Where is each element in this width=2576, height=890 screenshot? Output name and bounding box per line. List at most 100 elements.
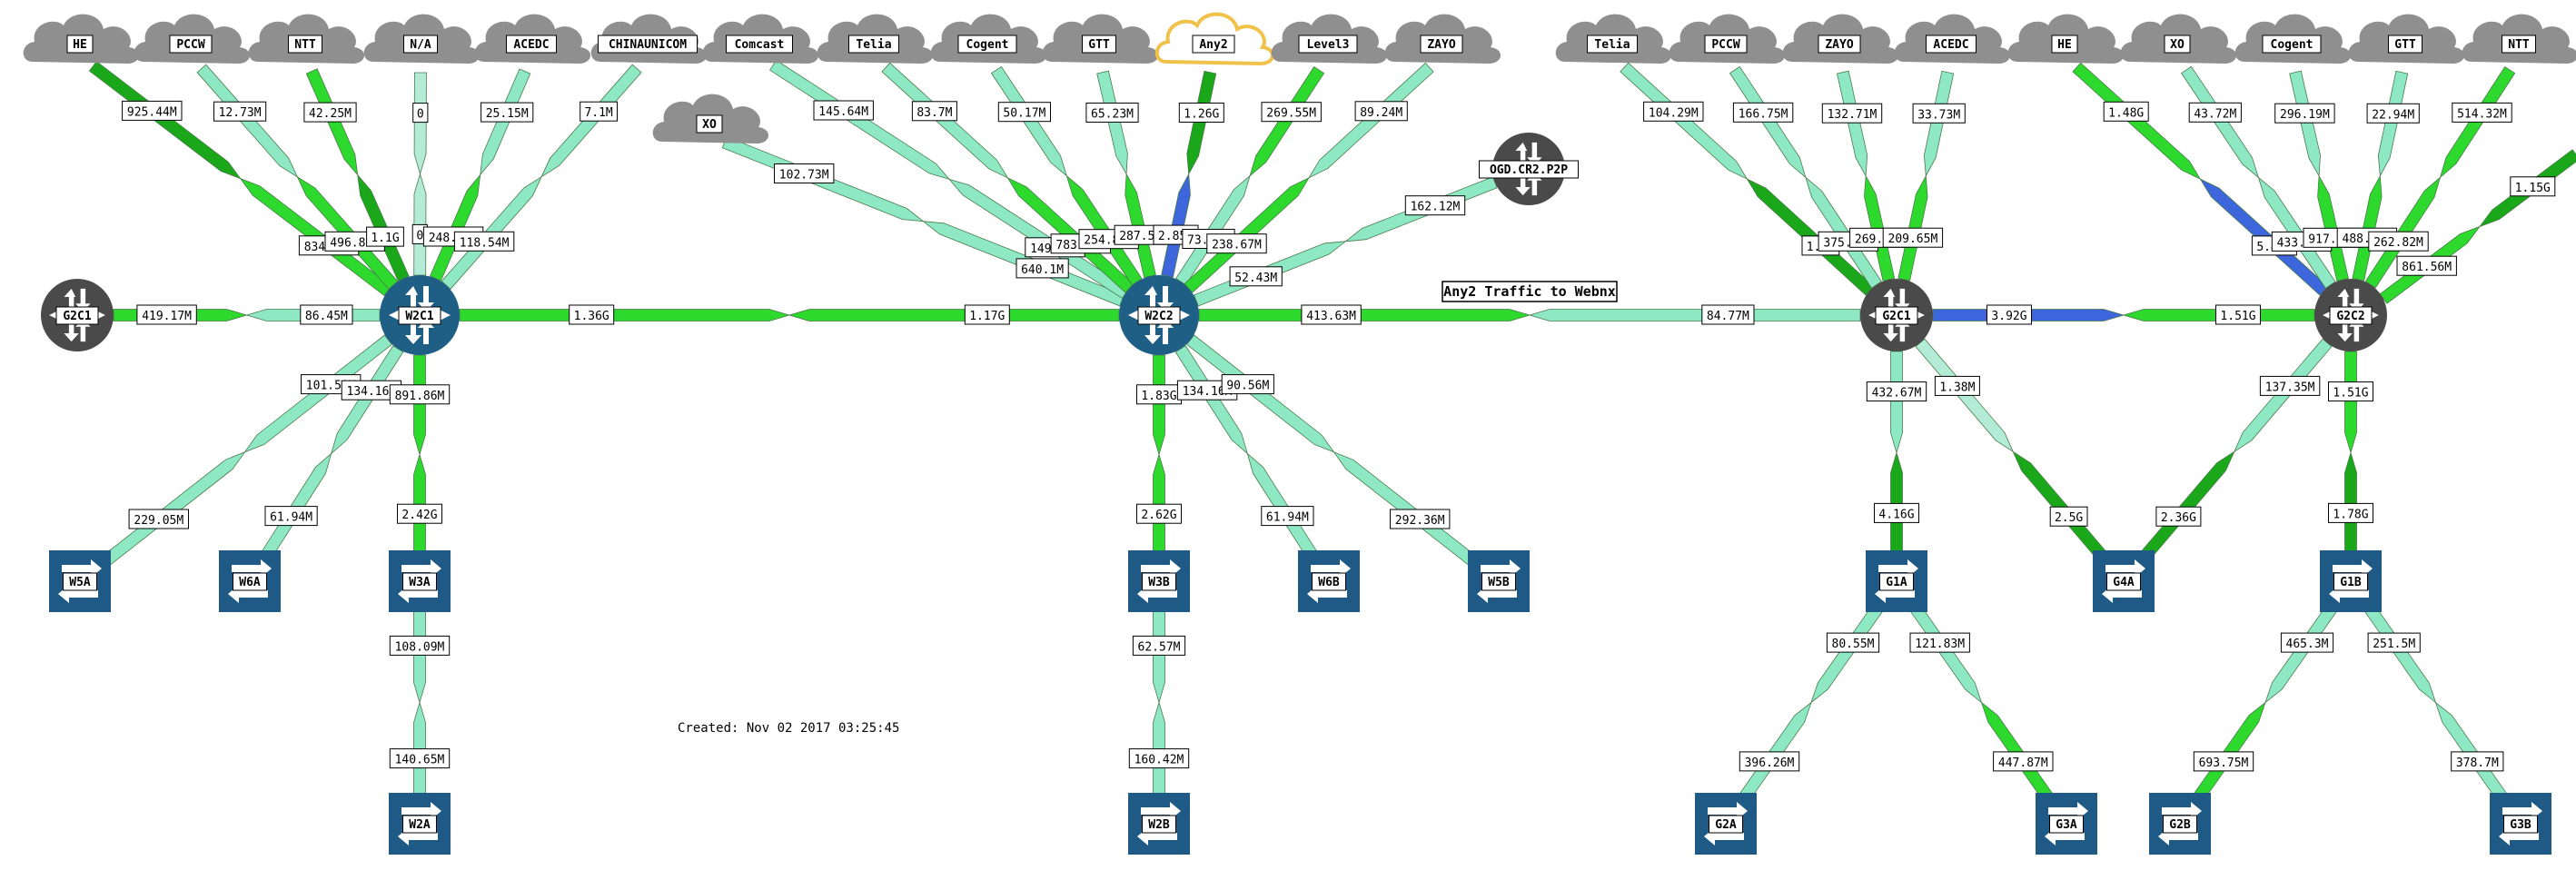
link-c-he1-r-w2c1-label-a-box (122, 100, 183, 121)
link-c-ntt1-r-w2c1-label-a: 42.25M (303, 102, 357, 123)
node-acedc-cloud[interactable]: ACEDC (474, 14, 591, 64)
link-r-g2c2-s-g1b-half-a (2344, 351, 2357, 454)
link-c-china1-r-w2c1-label-a-box (580, 101, 619, 122)
node-label-box (1818, 35, 1861, 54)
node-label-box (1587, 35, 1638, 54)
link-s-g1b-s-g3b-label-a: 251.5M (2367, 632, 2421, 653)
link-c-china1-r-w2c1-label-b: 118.54M (453, 231, 515, 252)
router-arrow-icon (2337, 288, 2350, 312)
node-w3a-switch[interactable]: W3A (389, 550, 451, 612)
node-cogent-cloud[interactable]: Cogent (2234, 14, 2352, 64)
node-xo-cloud[interactable]: XO (652, 94, 769, 143)
node-label: W3A (409, 576, 431, 589)
router-arrow-icon (1883, 318, 1898, 342)
link-r-g2c1-s-g4a-label-a: 1.38M (1934, 375, 1980, 396)
link-c-pccw1-r-w2c1-label-a-box (213, 101, 267, 122)
node-label: G4A (2113, 576, 2135, 589)
link-c-zayo1-r-w2c2-label-b: 238.67M (1206, 233, 1267, 254)
created-timestamp: Created: Nov 02 2017 03:25:45 (678, 721, 899, 736)
node-he-cloud[interactable]: HE (23, 14, 140, 64)
node-ntt-cloud[interactable]: NTT (248, 14, 365, 64)
node-pccw-cloud[interactable]: PCCW (1669, 14, 1786, 64)
node-telia-cloud[interactable]: Telia (1555, 14, 1672, 64)
link-c-xo1-r-w2c2-label-b-box (1016, 258, 1069, 279)
link-c-he2-r-g2c2-label-a-text: 1.48G (2108, 106, 2144, 120)
node-g2c2-router[interactable]: G2C2 (2314, 279, 2387, 351)
switch-arrow-icon (398, 802, 441, 846)
link-r-w2c1-r-w2c2-label-a-text: 1.36G (574, 310, 609, 323)
node-g3a-switch[interactable]: G3A (2036, 793, 2097, 855)
link-c-cogent1-r-w2c2-label-a-box (997, 102, 1052, 123)
switch-arrow-icon (1137, 559, 1181, 603)
node-label: XO (702, 118, 717, 132)
node-comcast-cloud[interactable]: Comcast (702, 14, 819, 64)
node-g4a-switch[interactable]: G4A (2093, 550, 2155, 612)
node-w2b-switch[interactable]: W2B (1128, 793, 1190, 855)
link-s-g1a-s-g2a-label-b: 396.26M (1739, 751, 1800, 772)
node-gtt-cloud[interactable]: GTT (1042, 14, 1159, 64)
link-c-ntt2-r-g2c2-label-a: 514.32M (2452, 102, 2512, 123)
link-c-comcast-r-w2c2-label-a-text: 145.64M (818, 105, 868, 119)
node-w6b-switch[interactable]: W6B (1298, 550, 1360, 612)
node-gtt-cloud[interactable]: GTT (2348, 14, 2465, 64)
node-w5b-switch[interactable]: W5B (1468, 550, 1530, 612)
link-c-level3-r-w2c2-label-a-text: 269.55M (1266, 107, 1316, 121)
node-g1b-switch[interactable]: G1B (2320, 550, 2382, 612)
node-g3b-switch[interactable]: G3B (2490, 793, 2551, 855)
node-acedc-cloud[interactable]: ACEDC (1894, 14, 2011, 64)
link-r-w2c1-s-w3a-label-b-text: 2.42G (401, 509, 437, 522)
node-label: W6B (1318, 576, 1340, 589)
link-c-telia2-r-g2c1-label-a-text: 104.29M (1649, 106, 1699, 120)
node-label: G3A (2056, 818, 2077, 832)
node-label-box (2502, 35, 2536, 54)
link-r-w2c2-s-w5b-label-a: 90.56M (1221, 374, 1274, 395)
node-he-cloud[interactable]: HE (2007, 14, 2125, 64)
link-r-w2c1-s-w3a-half-a (413, 354, 426, 456)
node-cogent-cloud[interactable]: Cogent (930, 14, 1047, 64)
node-zayo-cloud[interactable]: ZAYO (1384, 14, 1501, 64)
link-c-zayo2-r-g2c1-half-a (1837, 70, 1868, 178)
node-g2b-switch[interactable]: G2B (2149, 793, 2211, 855)
node-w3b-switch[interactable]: W3B (1128, 550, 1190, 612)
node-w2c2-router[interactable]: W2C2 (1119, 275, 1199, 355)
link-r-w2c1-s-w3a-label-b-box (397, 503, 442, 524)
node-g2c1-router[interactable]: G2C1 (41, 279, 114, 351)
node-pccw-cloud[interactable]: PCCW (134, 14, 251, 64)
node-label: G1B (2340, 576, 2362, 589)
link-c-gtt2-r-g2c2-label-a-text: 22.94M (2372, 108, 2414, 122)
node-w2a-switch[interactable]: W2A (389, 793, 451, 855)
link-s-w3a-s-w2a-label-a-text: 108.09M (395, 640, 445, 654)
link-c-na1-r-w2c1-label-a: 0 (412, 103, 429, 124)
switch-arrow-icon (2329, 559, 2373, 603)
node-any2-cloud[interactable]: Any2 (1154, 12, 1274, 66)
link-s-w3a-s-w2a-label-a-box (389, 635, 451, 656)
node-ntt-cloud[interactable]: NTT (2462, 14, 2576, 64)
link-s-w3a-s-w2a-label-b-box (389, 748, 451, 769)
link-r-w2c1-r-w2c2-half-a (459, 309, 791, 321)
node-g2a-switch[interactable]: G2A (1695, 793, 1757, 855)
node-n-a-cloud[interactable]: N/A (363, 14, 481, 64)
node-chinaunicom-cloud[interactable]: CHINAUNICOM (590, 14, 708, 64)
node-w2c1-router[interactable]: W2C1 (380, 275, 460, 355)
link-r-g2c1a-r-w2c1-label-b-box (300, 304, 353, 325)
link-c-cogent1-r-w2c2-label-a: 50.17M (997, 102, 1052, 123)
node-zayo-cloud[interactable]: ZAYO (1782, 14, 1899, 64)
node-w6a-switch[interactable]: W6A (219, 550, 281, 612)
link-c-acedc2-r-g2c1-label-b-text: 209.65M (1888, 232, 1938, 246)
node-xo-cloud[interactable]: XO (2120, 14, 2237, 64)
node-g2c1-router[interactable]: G2C1 (1860, 279, 1933, 351)
link-s-g1a-s-g2a-label-a: 80.55M (1826, 632, 1880, 653)
node-telia-cloud[interactable]: Telia (817, 14, 934, 64)
node-w5a-switch[interactable]: W5A (49, 550, 111, 612)
links-layer (88, 59, 2576, 806)
node-level3-cloud[interactable]: Level3 (1271, 14, 1388, 64)
node-ogd-cr2-p2p-router[interactable]: OGD.CR2.P2P (1479, 133, 1579, 205)
link-r-w2c2-s-w6b-label-b-box (1261, 506, 1314, 527)
router-arrow-icon (418, 319, 434, 344)
node-label-box (1137, 306, 1181, 325)
switch-arrow-icon (398, 559, 441, 603)
link-r-g2c2-s-g1b-label-b-box (2328, 502, 2373, 523)
node-g1a-switch[interactable]: G1A (1866, 550, 1927, 612)
node-label-box (55, 306, 99, 325)
link-c-china1-r-w2c1-label-b-text: 118.54M (460, 236, 510, 250)
